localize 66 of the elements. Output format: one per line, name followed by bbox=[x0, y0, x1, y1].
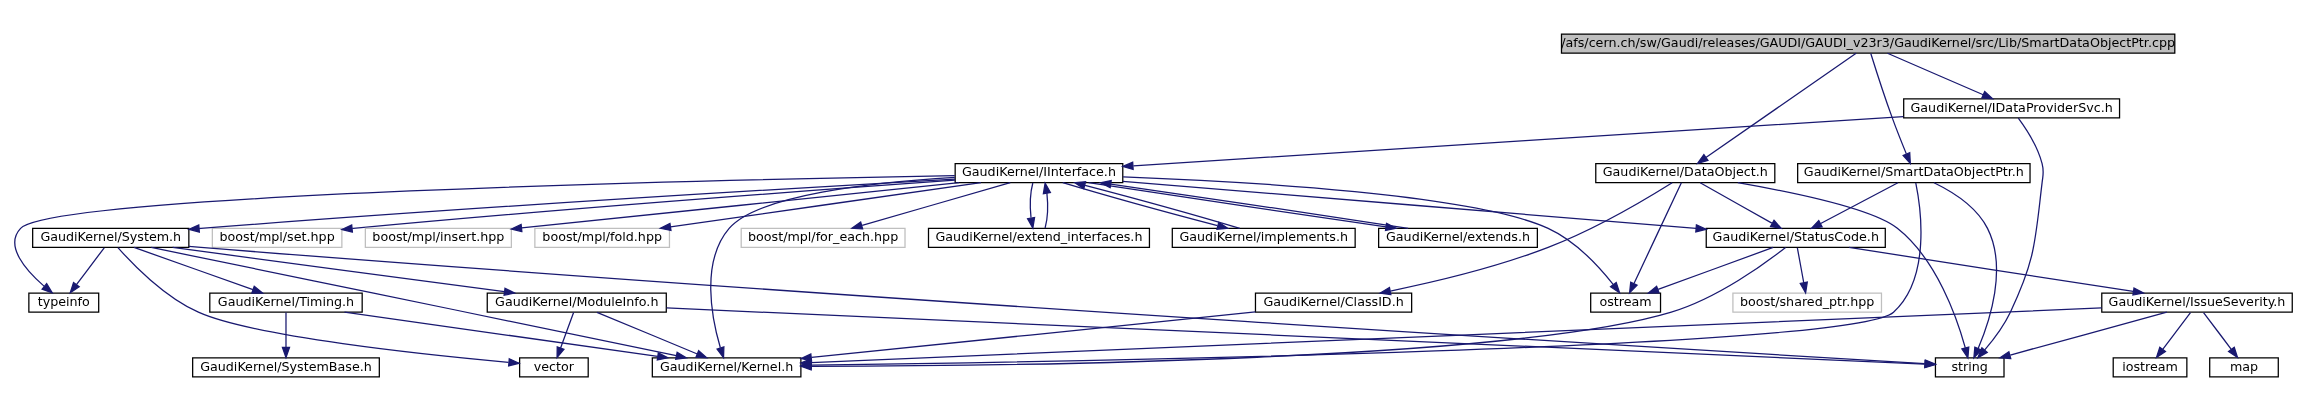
arrow bbox=[509, 182, 960, 233]
arrow bbox=[1026, 182, 1036, 230]
arrow bbox=[1628, 182, 1682, 295]
arrow bbox=[1098, 179, 1409, 229]
arrow bbox=[1886, 52, 1995, 100]
arrow bbox=[1378, 182, 1673, 296]
node-box: ostream bbox=[1590, 292, 1662, 313]
arrow bbox=[850, 182, 1011, 230]
arrow bbox=[343, 311, 670, 361]
arrow bbox=[187, 178, 956, 233]
arrow bbox=[710, 176, 956, 360]
arrow bbox=[1933, 182, 1998, 360]
node-box: boost/mpl/for_each.hpp bbox=[740, 227, 906, 249]
node-box: GaudiKernel/DataObject.h bbox=[1595, 162, 1776, 184]
node-box: boost/mpl/insert.hpp bbox=[364, 227, 512, 249]
arrow bbox=[1699, 182, 1783, 230]
node-box: GaudiKernel/implements.h bbox=[1171, 227, 1356, 249]
node-box: GaudiKernel/Timing.h bbox=[209, 292, 363, 313]
arrow bbox=[1870, 52, 1912, 166]
node-box: GaudiKernel/StatusCode.h bbox=[1705, 227, 1886, 249]
arrow bbox=[1073, 181, 1241, 229]
node-box: GaudiKernel/ModuleInfo.h bbox=[486, 292, 667, 313]
arrow bbox=[1976, 117, 2044, 360]
node-box: GaudiKernel/ClassID.h bbox=[1254, 292, 1413, 313]
arrow bbox=[596, 311, 709, 359]
node-box: map bbox=[2209, 357, 2279, 378]
arrow bbox=[133, 246, 265, 294]
node-box: boost/mpl/fold.hpp bbox=[534, 227, 671, 249]
node-box: boost/shared_ptr.hpp bbox=[1732, 292, 1883, 313]
arrow bbox=[150, 246, 689, 360]
arrow bbox=[1737, 182, 1970, 360]
arrow bbox=[799, 311, 1257, 362]
arrow bbox=[556, 311, 575, 360]
arrow bbox=[658, 182, 982, 232]
arrow bbox=[1998, 311, 2168, 360]
arrow bbox=[1696, 52, 1857, 165]
node-box: GaudiKernel/extends.h bbox=[1378, 227, 1538, 249]
node-box: GaudiKernel/SmartDataObjectPtr.h bbox=[1797, 162, 2031, 184]
node-box: GaudiKernel/System.h bbox=[32, 227, 190, 249]
node-box: GaudiKernel/IssueSeverity.h bbox=[2101, 292, 2293, 313]
node-box: GaudiKernel/Kernel.h bbox=[651, 357, 802, 378]
node-box: GaudiKernel/IInterface.h bbox=[954, 162, 1124, 184]
arrow bbox=[1848, 246, 2146, 296]
arrow bbox=[1646, 246, 1774, 294]
node-box: boost/mpl/set.hpp bbox=[211, 227, 343, 249]
arrow bbox=[172, 246, 517, 297]
node-box: string bbox=[1934, 357, 2005, 378]
arrow bbox=[117, 247, 521, 367]
arrow bbox=[1042, 181, 1052, 229]
node-box: typeinfo bbox=[28, 292, 100, 313]
arrow bbox=[2202, 311, 2239, 360]
arrow bbox=[1796, 247, 1809, 295]
node-box: GaudiKernel/IDataProviderSvc.h bbox=[1903, 98, 2121, 119]
arrow bbox=[69, 247, 105, 295]
node-box: GaudiKernel/SystemBase.h bbox=[192, 357, 380, 378]
arrow bbox=[1120, 115, 1904, 171]
node-box: iostream bbox=[2112, 357, 2188, 378]
arrow bbox=[1809, 182, 1899, 230]
arrow bbox=[340, 179, 956, 233]
node-box: GaudiKernel/extend_interfaces.h bbox=[927, 227, 1151, 249]
arrow bbox=[14, 175, 956, 295]
arrow bbox=[1122, 176, 1621, 295]
arrow bbox=[2155, 311, 2192, 360]
node-box: vector bbox=[519, 357, 589, 378]
arrow bbox=[1062, 182, 1230, 230]
arrow bbox=[281, 311, 291, 360]
